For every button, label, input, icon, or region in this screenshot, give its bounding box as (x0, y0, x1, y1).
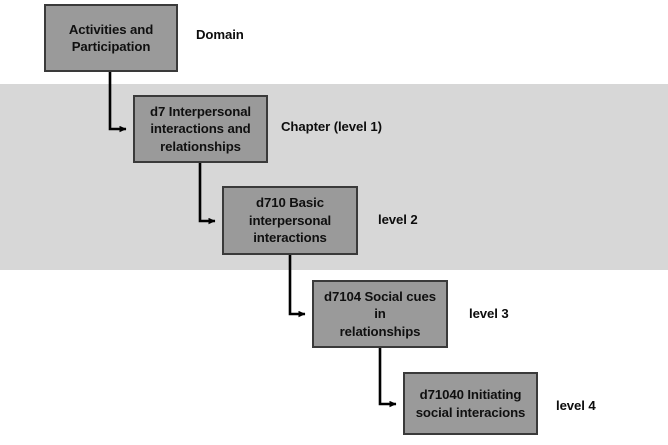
annotation-domain: Domain (196, 27, 244, 42)
annotation-chapter-level-1: Chapter (level 1) (281, 119, 382, 134)
annotation-level-4: level 4 (556, 398, 596, 413)
connector-level3-to-level4 (378, 348, 397, 408)
annotation-level-3: level 3 (469, 306, 509, 321)
annotation-level-2: level 2 (378, 212, 418, 227)
